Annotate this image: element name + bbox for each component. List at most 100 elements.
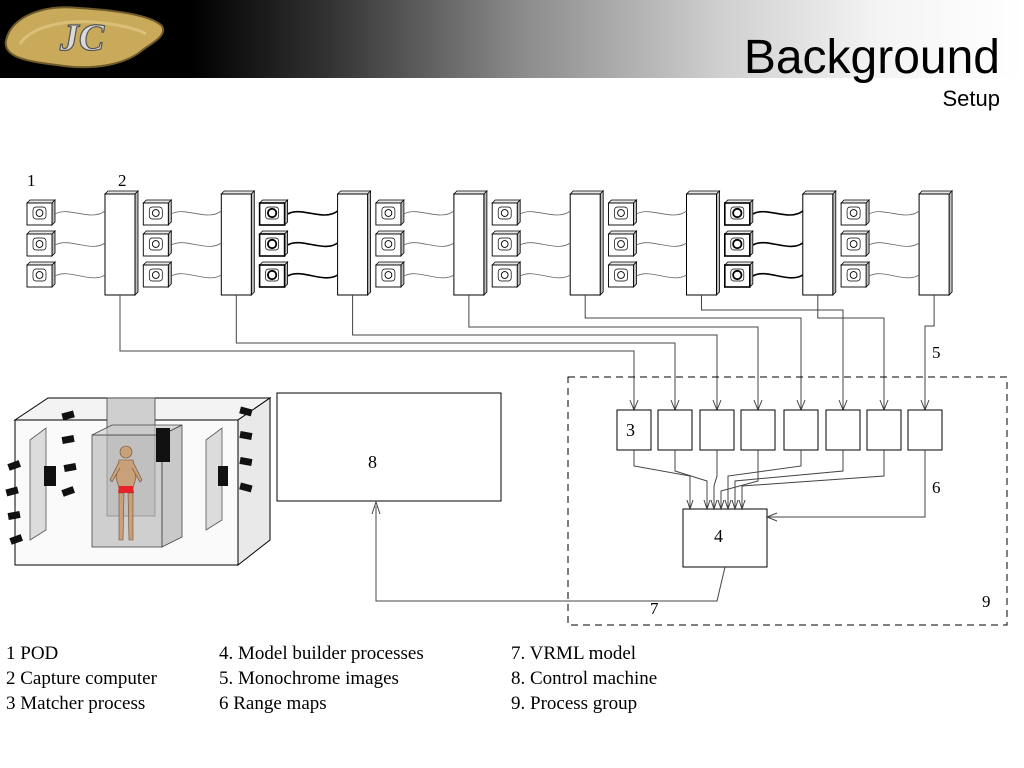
arrow-head [731,499,739,511]
camera-cable [636,210,687,216]
matcher-box [866,409,902,451]
slide-subtitle: Setup [942,86,1001,111]
model-builder-box [682,508,768,568]
arrow-head [738,499,746,511]
pod [491,190,605,296]
model-builder-label: 4 [714,526,723,546]
camera-icon [607,230,638,257]
matcher-box [783,409,819,451]
camera-cable [403,210,455,216]
camera-icon [491,199,522,226]
camera-cable [752,272,804,279]
camera-cable [636,273,687,279]
control-machine-label: 8 [368,452,377,472]
camera-icon [840,199,871,226]
range-link [674,450,708,509]
callout-9: 9 [982,592,991,611]
camera-icon [607,261,638,288]
capture-room-illustration [5,397,272,567]
capture-computer [452,190,488,296]
camera-cable [54,242,106,247]
camera-icon [840,230,871,257]
capture-computer [569,190,605,296]
camera-cable [287,272,339,279]
logo-blob [4,6,165,69]
arrow-head [717,499,725,511]
image-link [924,295,935,410]
human-figure [109,445,143,541]
range-map-links [633,450,926,522]
camera-icon [26,199,56,226]
callout-7: 7 [650,599,659,618]
pod [723,190,837,296]
camera-cable [171,273,222,279]
camera-cable [171,210,222,216]
image-link [701,295,844,410]
range-link [720,450,759,509]
range-link [741,450,885,509]
vrml-link [371,500,726,602]
camera-icon [142,261,173,288]
camera-cable [636,242,687,247]
camera-cable [868,242,920,247]
camera-icon [840,261,871,288]
camera-icon [374,261,405,288]
matcher-box [657,409,693,451]
callout-2: 2 [118,171,127,190]
callout-1: 1 [27,171,36,190]
image-link [352,295,718,410]
camera-cable [752,241,804,248]
image-link [119,295,635,410]
camera-cable [520,210,571,216]
matcher-box [699,409,735,451]
capture-computer [104,190,139,296]
camera-cable [403,242,455,247]
range-link [734,450,844,509]
matcher-box [740,409,776,451]
legend-item: 7. VRML model [511,643,637,664]
matcher-box: 3 [616,409,652,451]
logo-text: JC [59,17,105,59]
range-link [767,450,926,518]
camera-icon [142,230,173,257]
arrow-head [703,499,711,511]
capture-computer [801,190,837,296]
camera-cable [868,210,920,216]
camera-cable [752,210,804,216]
range-link [633,450,691,509]
camera-icon [26,230,56,257]
capture-computer [220,190,256,296]
header-bar [0,0,1024,78]
camera-icon [491,261,522,288]
legend-item: 1 POD [6,643,59,664]
camera-cable [403,273,455,279]
capture-computer [685,190,721,296]
camera-icon [723,199,754,226]
camera-icon [723,261,754,288]
pod [840,190,954,296]
camera-cable [520,273,571,279]
camera-icon [258,230,289,257]
pod [26,190,139,296]
legend-item: 6 Range maps [219,693,327,714]
arrow-head [724,499,732,511]
camera-cable [868,273,920,279]
camera-icon [374,199,405,226]
legend-item: 5. Monochrome images [219,668,399,689]
matcher-label: 3 [626,420,635,440]
legend-item: 2 Capture computer [6,668,157,689]
matcher-processes: 3 [616,409,943,451]
arrow-head [765,512,778,522]
camera-cable [54,273,106,279]
pod [142,190,256,296]
camera-icon [607,199,638,226]
camera-cable [54,210,106,216]
capture-computer [918,190,954,296]
range-link [727,450,802,509]
legend-column-2: 4. Model builder processes 5. Monochrome… [219,641,424,716]
legend-column-1: 1 POD 2 Capture computer 3 Matcher proce… [6,641,157,716]
capture-computer [336,190,372,296]
image-links [54,210,935,412]
arrow-head [710,499,718,511]
camera-cable [171,242,222,247]
